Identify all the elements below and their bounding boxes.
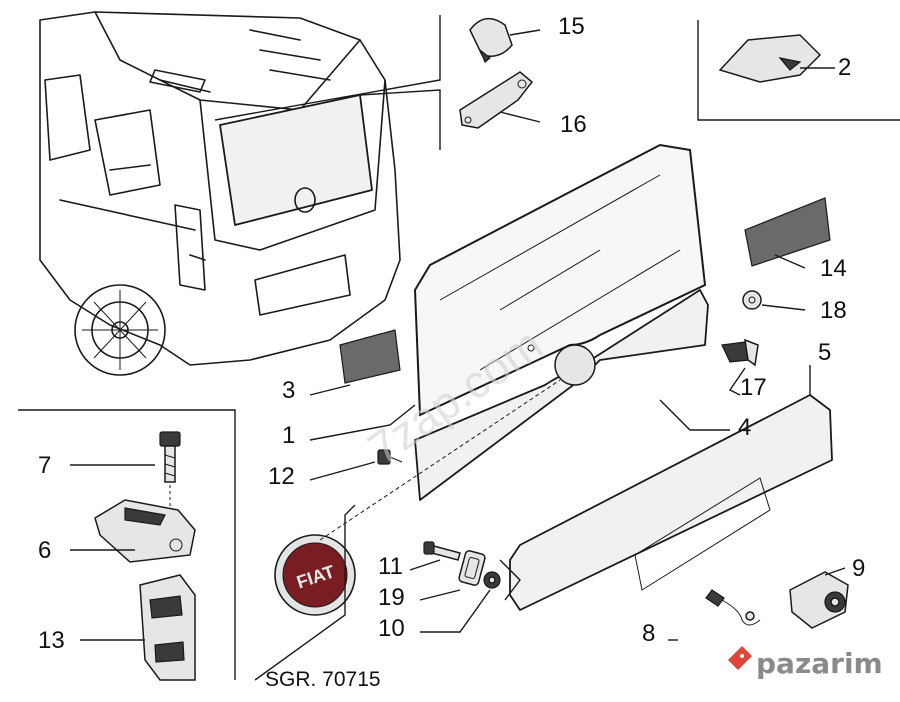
part-12-screw: [377, 449, 403, 465]
callout-19: 19: [378, 584, 405, 611]
fiat-emblem: FIAT: [274, 534, 356, 616]
part-3-reflector: [339, 329, 401, 384]
part-5-outer-panel: [509, 394, 833, 611]
callout-8: 8: [642, 620, 655, 647]
callout-11: 11: [378, 553, 403, 580]
tag-icon: [728, 646, 752, 670]
callout-16: 16: [560, 111, 587, 138]
leader-vehicle-top: [214, 15, 441, 121]
leader-16: [499, 111, 541, 123]
reference-code: SGR. 70715: [265, 668, 381, 691]
part-16-bracket: [459, 71, 534, 129]
callout-3: 3: [282, 377, 295, 404]
callout-4: 4: [738, 414, 751, 441]
callout-14: 14: [820, 255, 847, 282]
callout-6: 6: [38, 537, 51, 564]
leader-15: [509, 29, 541, 36]
callout-2: 2: [838, 54, 851, 81]
vehicle-illustration: [39, 11, 401, 376]
leader-9: [824, 567, 846, 576]
part-8-wiring: [705, 589, 761, 626]
emblem-axis: [319, 379, 561, 541]
box-part-2: [697, 20, 900, 121]
leader-18: [761, 304, 806, 311]
part-2-cap: [718, 34, 822, 83]
part-7-bolt: [159, 431, 181, 483]
callout-7: 7: [38, 452, 51, 479]
leader-12: [309, 461, 376, 481]
brand-text: pazarim: [756, 647, 883, 680]
leader-10: [420, 589, 491, 633]
callout-17: 17: [740, 374, 767, 401]
part-6-light-housing: [94, 499, 196, 563]
leader-4: [659, 399, 730, 431]
callout-1: 1: [282, 422, 295, 449]
callout-15: 15: [558, 13, 585, 40]
leader-14: [774, 254, 806, 269]
part-11-screw: [423, 541, 461, 561]
part-19-grommet: [458, 550, 486, 586]
part-4-lower-panel: [414, 289, 709, 501]
box-left-parts: [18, 409, 236, 680]
leader-vehicle-hinge: [359, 89, 441, 150]
callout-9: 9: [852, 555, 865, 582]
callout-18: 18: [820, 297, 847, 324]
leader-3: [309, 384, 351, 396]
brand-logo: pazarim: [728, 646, 883, 680]
leader-17: [728, 367, 746, 396]
callout-13: 13: [38, 627, 65, 654]
part-17-clip: [721, 338, 759, 367]
leader-11: [409, 559, 441, 571]
part-10-nut: [483, 571, 501, 589]
leader-1: [309, 404, 416, 441]
part-13-lens: [139, 574, 196, 681]
leader-emblem: [254, 504, 356, 681]
part-18-washer: [742, 290, 762, 310]
callout-5: 5: [818, 339, 831, 366]
callout-12: 12: [268, 463, 295, 490]
leader-19: [419, 589, 461, 601]
part-15-clip: [469, 17, 513, 63]
bracket-10-19: [499, 559, 521, 601]
part-14-reflector: [744, 197, 831, 267]
part-9-lock: [789, 571, 849, 629]
callout-10: 10: [378, 615, 405, 642]
